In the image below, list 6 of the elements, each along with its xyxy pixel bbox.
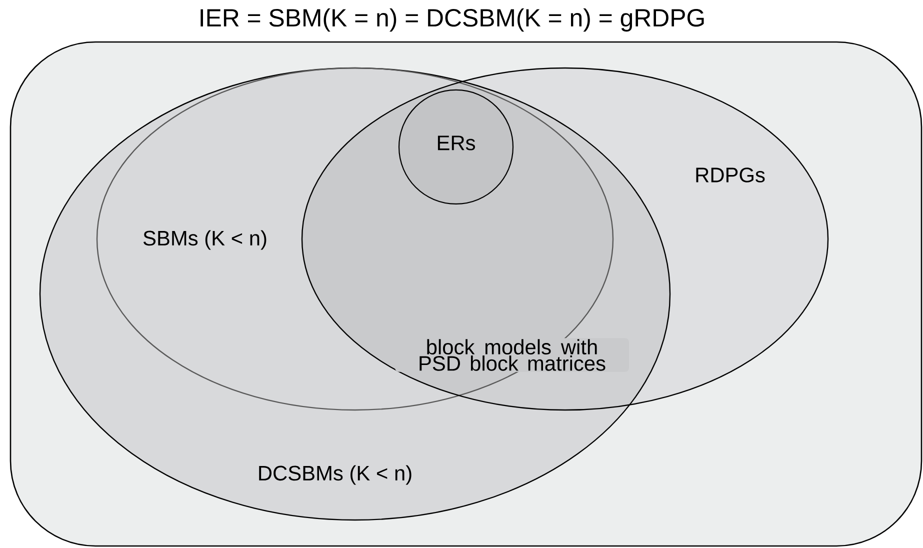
region-label: block models with PSD block matrices [395, 338, 629, 372]
heading: IER = SBM(K = n) = DCSBM(K = n) = gRDPG [200, 8, 704, 32]
set-label: DCSBMs (K < n) [259, 465, 412, 485]
set-label: RDPGs [696, 168, 765, 182]
set-label: ERs [438, 136, 475, 150]
set-label: SBMs (K < n) [143, 230, 266, 250]
